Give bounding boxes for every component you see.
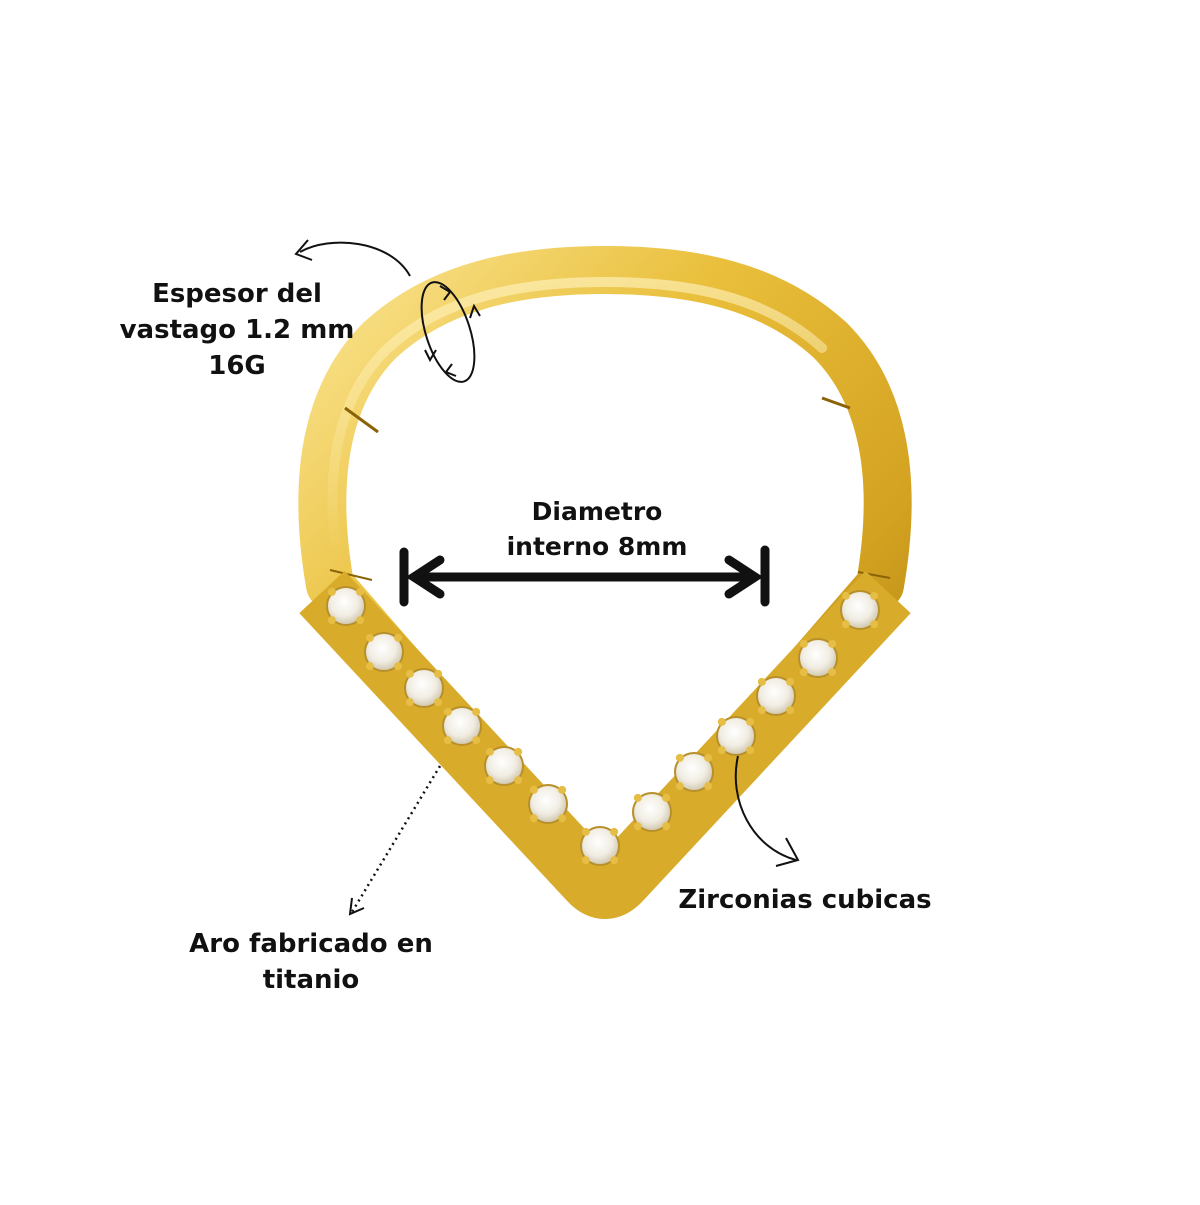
stone-prong bbox=[443, 736, 452, 745]
diameter-arrow bbox=[399, 545, 770, 607]
thickness-callout bbox=[294, 239, 481, 383]
thickness-label: Espesor del vastago 1.2 mm 16G bbox=[100, 276, 374, 384]
stone-prong bbox=[394, 662, 403, 671]
stone-prong bbox=[704, 782, 713, 791]
material-line-2: titanio bbox=[262, 965, 360, 995]
stone-prong bbox=[841, 620, 850, 629]
stone-prong bbox=[327, 587, 336, 596]
diameter-line-2: interno 8mm bbox=[506, 532, 688, 561]
stone-prong bbox=[746, 746, 755, 755]
stone-prong bbox=[633, 793, 642, 802]
stones-callout bbox=[734, 755, 800, 867]
stone-prong bbox=[581, 827, 590, 836]
stone-4 bbox=[442, 706, 482, 746]
stone-prong bbox=[394, 633, 403, 642]
stone-8 bbox=[840, 590, 880, 630]
stone-7 bbox=[580, 826, 620, 866]
ring-body bbox=[298, 246, 912, 918]
stone-prong bbox=[558, 785, 567, 794]
diameter-label: Diametro interno 8mm bbox=[460, 494, 734, 564]
stone-prong bbox=[828, 639, 837, 648]
stone-prong bbox=[581, 856, 590, 865]
hinge-seam-left bbox=[344, 406, 379, 434]
stone-prong bbox=[434, 698, 443, 707]
stone-prong bbox=[757, 677, 766, 686]
stone-prong bbox=[529, 785, 538, 794]
cubic-zirconia-stones bbox=[326, 586, 880, 866]
stone-prong bbox=[356, 616, 365, 625]
thickness-line-3: 16G bbox=[208, 351, 266, 381]
stone-prong bbox=[514, 776, 523, 785]
stone-prong bbox=[485, 747, 494, 756]
stone-prong bbox=[365, 633, 374, 642]
stone-prong bbox=[356, 587, 365, 596]
stone-prong bbox=[633, 822, 642, 831]
diameter-line-1: Diametro bbox=[531, 497, 663, 526]
material-callout bbox=[348, 765, 442, 916]
stone-prong bbox=[662, 822, 671, 831]
stone-prong bbox=[529, 814, 538, 823]
stone-prong bbox=[746, 717, 755, 726]
stone-prong bbox=[558, 814, 567, 823]
stone-prong bbox=[786, 677, 795, 686]
stone-prong bbox=[870, 620, 879, 629]
stones-label: Zirconias cubicas bbox=[650, 882, 960, 918]
stone-prong bbox=[828, 668, 837, 677]
stone-prong bbox=[405, 669, 414, 678]
segment-seam-right bbox=[857, 571, 891, 579]
stone-12 bbox=[674, 752, 714, 792]
stone-prong bbox=[675, 782, 684, 791]
stone-11 bbox=[716, 716, 756, 756]
segment-seam-left bbox=[329, 569, 373, 581]
stone-2 bbox=[364, 632, 404, 672]
stone-prong bbox=[443, 707, 452, 716]
stone-prong bbox=[757, 706, 766, 715]
stone-prong bbox=[841, 591, 850, 600]
material-label: Aro fabricado en titanio bbox=[150, 926, 472, 998]
material-line-1: Aro fabricado en bbox=[189, 929, 433, 959]
stone-prong bbox=[675, 753, 684, 762]
stone-prong bbox=[434, 669, 443, 678]
stone-9 bbox=[798, 638, 838, 678]
stone-prong bbox=[514, 747, 523, 756]
stone-prong bbox=[704, 753, 713, 762]
stone-13 bbox=[632, 792, 672, 832]
stone-prong bbox=[717, 717, 726, 726]
stone-prong bbox=[610, 827, 619, 836]
stone-1 bbox=[326, 586, 366, 626]
stone-10 bbox=[756, 676, 796, 716]
stone-prong bbox=[485, 776, 494, 785]
stone-prong bbox=[799, 668, 808, 677]
stone-3 bbox=[404, 668, 444, 708]
stone-prong bbox=[662, 793, 671, 802]
stone-6 bbox=[528, 784, 568, 824]
stone-prong bbox=[405, 698, 414, 707]
stone-prong bbox=[472, 707, 481, 716]
stone-5 bbox=[484, 746, 524, 786]
thickness-line-2: vastago 1.2 mm bbox=[119, 315, 355, 345]
stone-prong bbox=[717, 746, 726, 755]
stone-prong bbox=[327, 616, 336, 625]
stone-prong bbox=[870, 591, 879, 600]
stone-prong bbox=[472, 736, 481, 745]
thickness-line-1: Espesor del bbox=[152, 279, 322, 309]
stone-prong bbox=[786, 706, 795, 715]
stone-prong bbox=[799, 639, 808, 648]
stones-line-1: Zirconias cubicas bbox=[678, 885, 932, 915]
stone-row bbox=[299, 570, 911, 919]
stone-prong bbox=[610, 856, 619, 865]
stone-prong bbox=[365, 662, 374, 671]
hinge-seam-right bbox=[821, 396, 851, 410]
